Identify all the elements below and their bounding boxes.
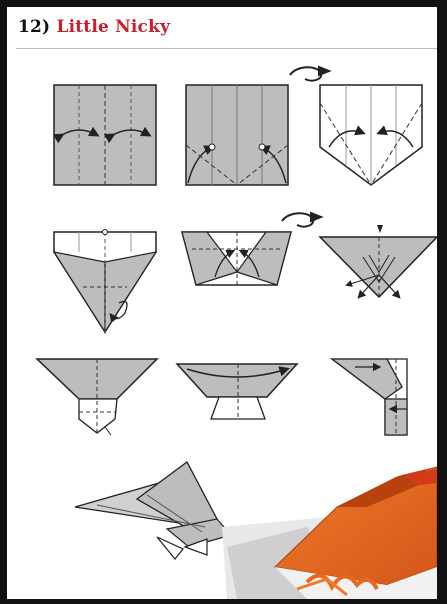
step-4: [54, 230, 156, 333]
folding-diagram: [7, 7, 437, 599]
instruction-page: 12) Little Nicky: [7, 7, 437, 599]
step-7: [37, 359, 157, 435]
orange-plane-photo: [222, 467, 437, 599]
step-8: [177, 364, 297, 419]
step-9: [332, 359, 407, 435]
step-1: [54, 85, 156, 185]
turn-over-icon: [290, 67, 329, 81]
finished-plane-diagram: [75, 462, 231, 559]
step-6: [320, 225, 437, 299]
step-2: [186, 85, 288, 185]
turn-over-icon-2: [282, 213, 321, 227]
step-3: [320, 85, 422, 185]
step-5: [182, 232, 291, 285]
